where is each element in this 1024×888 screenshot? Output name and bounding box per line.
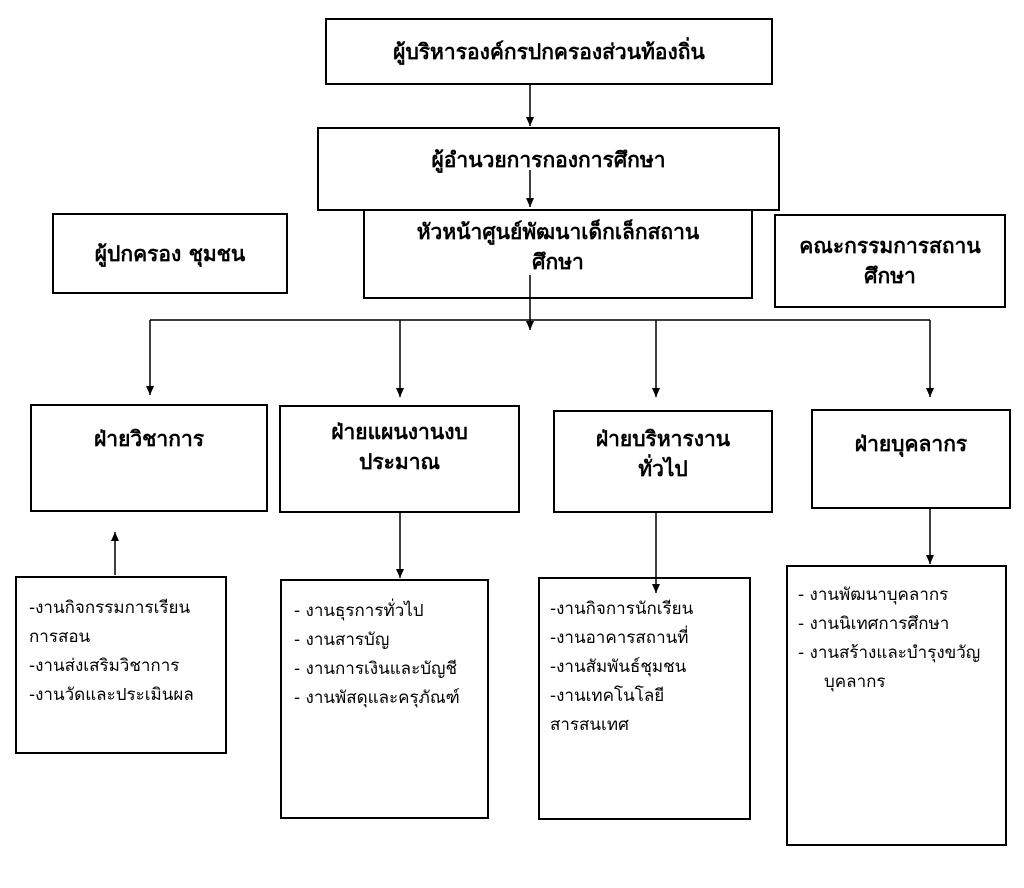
task-box-personnel: - งานพัฒนาบุคลากร - งานนิเทศการศึกษา - ง… xyxy=(786,565,1007,846)
top-executive-label: ผู้บริหารองค์กรปกครองส่วนท้องถิ่น xyxy=(393,39,705,64)
school-committee-box: คณะกรรมการสถานศึกษา xyxy=(774,214,1006,308)
task-item: - งานธุรการทั่วไป xyxy=(294,601,424,621)
task-box-budget: - งานธุรการทั่วไป - งานสารบัญ - งานการเง… xyxy=(280,579,489,819)
department-box-general-admin: ฝ่ายบริหารงานทั่วไป xyxy=(553,410,773,513)
task-item: - งานการเงินและบัญชี xyxy=(294,659,458,679)
department-label: ฝ่ายบริหารงานทั่วไป xyxy=(595,427,731,481)
department-box-academic: ฝ่ายวิชาการ xyxy=(30,404,268,512)
task-list: -งานกิจกรรมการเรียนการสอน -งานส่งเสริมวิ… xyxy=(29,594,215,710)
department-label: ฝ่ายวิชาการ xyxy=(93,427,205,451)
task-item: - งานสร้างและบำรุงขวัญบุคลากร xyxy=(798,643,981,692)
task-list: - งานพัฒนาบุคลากร - งานนิเทศการศึกษา - ง… xyxy=(798,581,997,697)
center-head-box: หัวหน้าศูนย์พัฒนาเด็กเล็กสถานศึกษา xyxy=(363,209,753,299)
task-item: - งานสารบัญ xyxy=(294,630,390,650)
task-item: -งานวัดและประเมินผล xyxy=(29,685,194,705)
task-item: -งานส่งเสริมวิชาการ xyxy=(29,656,180,676)
task-item: - งานนิเทศการศึกษา xyxy=(798,614,950,634)
education-director-label: ผู้อำนวยการกองการศึกษา xyxy=(431,148,666,172)
center-head-label: หัวหน้าศูนย์พัฒนาเด็กเล็กสถานศึกษา xyxy=(416,220,700,274)
department-label: ฝ่ายบุคลากร xyxy=(854,432,968,456)
department-box-budget: ฝ่ายแผนงานงบประมาณ xyxy=(279,405,520,513)
task-box-academic: -งานกิจกรรมการเรียนการสอน -งานส่งเสริมวิ… xyxy=(15,576,227,754)
task-list: - งานธุรการทั่วไป - งานสารบัญ - งานการเง… xyxy=(294,597,477,713)
parents-community-label: ผู้ปกครอง ชุมชน xyxy=(94,241,246,266)
task-item: -งานเทคโนโลยีสารสนเทศ xyxy=(550,686,665,735)
department-box-personnel: ฝ่ายบุคลากร xyxy=(811,409,1011,509)
task-box-general-admin: -งานกิจการนักเรียน -งานอาคารสถานที่ -งาน… xyxy=(538,577,751,820)
task-item: -งานสัมพันธ์ชุมชน xyxy=(550,657,687,677)
task-item: -งานกิจการนักเรียน xyxy=(550,599,694,619)
task-item: -งานอาคารสถานที่ xyxy=(550,628,689,648)
task-item: - งานพัสดุและครุภัณฑ์ xyxy=(294,688,460,708)
education-director-box: ผู้อำนวยการกองการศึกษา xyxy=(317,127,780,211)
task-item: -งานกิจกรรมการเรียนการสอน xyxy=(29,598,191,647)
department-label: ฝ่ายแผนงานงบประมาณ xyxy=(331,420,468,474)
top-executive-box: ผู้บริหารองค์กรปกครองส่วนท้องถิ่น xyxy=(325,18,773,85)
parents-community-box: ผู้ปกครอง ชุมชน xyxy=(52,213,288,294)
task-item: - งานพัฒนาบุคลากร xyxy=(798,585,949,605)
task-list: -งานกิจการนักเรียน -งานอาคารสถานที่ -งาน… xyxy=(550,595,741,740)
school-committee-label: คณะกรรมการสถานศึกษา xyxy=(799,234,981,288)
